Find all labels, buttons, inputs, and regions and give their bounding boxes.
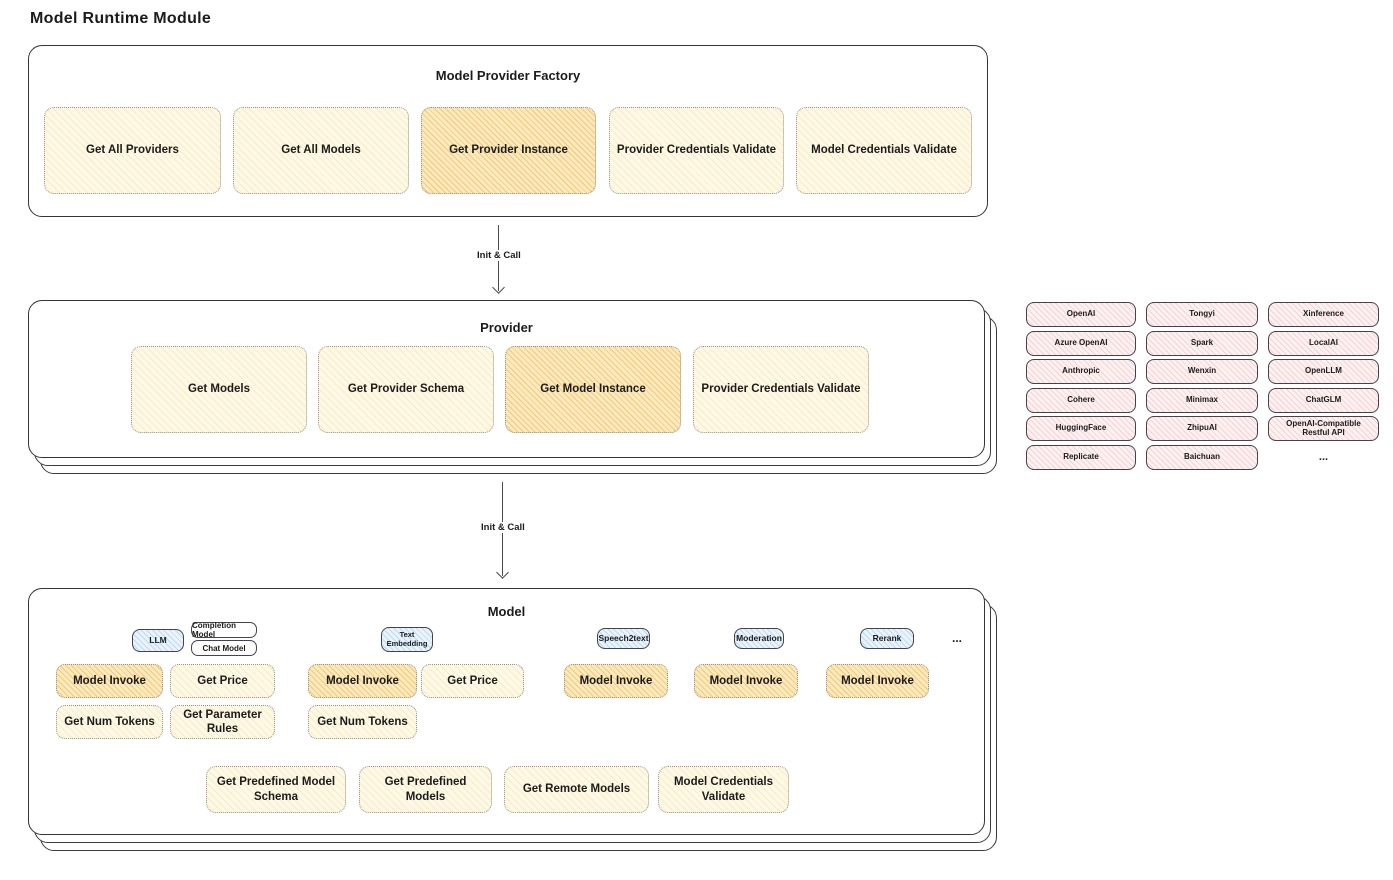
node-get-provider-schema: Get Provider Schema <box>318 346 494 433</box>
type-tab-chat-model: Chat Model <box>191 640 257 656</box>
node-speech2text-model-invoke: Model Invoke <box>564 664 668 698</box>
model-title: Model <box>487 604 526 619</box>
provider-chip-wenxin: Wenxin <box>1146 359 1258 384</box>
model-panel: Model LLM Completion Model Chat Model Te… <box>28 588 985 835</box>
arrow-head-icon <box>496 566 509 579</box>
node-get-all-providers: Get All Providers <box>44 107 221 194</box>
node-get-provider-instance: Get Provider Instance <box>421 107 596 194</box>
provider-list: OpenAI Tongyi Xinference Azure OpenAI Sp… <box>1026 302 1379 470</box>
provider-chip-minimax: Minimax <box>1146 387 1258 413</box>
type-tab-moderation: Moderation <box>734 628 784 649</box>
provider-list-more: ... <box>1318 451 1329 463</box>
provider-chip-cohere: Cohere <box>1026 387 1136 413</box>
node-get-model-instance: Get Model Instance <box>505 346 681 433</box>
node-llm-get-parameter-rules: Get Parameter Rules <box>170 705 275 739</box>
arrow2-label: Init & Call <box>478 522 528 533</box>
node-llm-get-price: Get Price <box>170 664 275 698</box>
provider-chip-openai-compatible: OpenAI-Compatible Restful API <box>1268 416 1379 441</box>
node-moderation-model-invoke: Model Invoke <box>694 664 798 698</box>
arrow1-label: Init & Call <box>474 250 524 261</box>
node-provider-credentials-validate-2: Provider Credentials Validate <box>693 346 869 433</box>
arrow-head-icon <box>492 281 505 294</box>
provider-chip-azure-openai: Azure OpenAI <box>1026 330 1136 356</box>
node-embedding-model-invoke: Model Invoke <box>308 664 417 698</box>
type-tab-llm: LLM <box>132 629 184 652</box>
node-llm-model-invoke: Model Invoke <box>56 664 163 698</box>
provider-chip-anthropic: Anthropic <box>1026 359 1136 384</box>
provider-chip-openai: OpenAI <box>1026 302 1136 327</box>
provider-chip-zhipuai: ZhipuAI <box>1146 416 1258 441</box>
node-get-models: Get Models <box>131 346 307 433</box>
node-provider-credentials-validate: Provider Credentials Validate <box>609 107 784 194</box>
page-title: Model Runtime Module <box>30 10 212 27</box>
node-embedding-get-price: Get Price <box>421 664 524 698</box>
provider-panel: Provider Get Models Get Provider Schema … <box>28 300 985 458</box>
provider-chip-xinference: Xinference <box>1268 302 1379 327</box>
factory-title: Model Provider Factory <box>435 68 581 83</box>
provider-chip-spark: Spark <box>1146 330 1258 356</box>
node-get-predefined-model-schema: Get Predefined Model Schema <box>206 766 346 813</box>
provider-title: Provider <box>480 320 533 335</box>
type-tab-rerank: Rerank <box>860 628 914 649</box>
provider-chip-replicate: Replicate <box>1026 444 1136 470</box>
node-get-all-models: Get All Models <box>233 107 409 194</box>
provider-chip-chatglm: ChatGLM <box>1268 387 1379 413</box>
provider-chip-openllm: OpenLLM <box>1268 359 1379 384</box>
provider-chip-tongyi: Tongyi <box>1146 302 1258 327</box>
node-rerank-model-invoke: Model Invoke <box>826 664 929 698</box>
node-model-credentials-validate: Model Credentials Validate <box>796 107 972 194</box>
node-model-credentials-validate-2: Model Credentials Validate <box>658 766 789 813</box>
node-get-remote-models: Get Remote Models <box>504 766 649 813</box>
provider-chip-huggingface: HuggingFace <box>1026 416 1136 441</box>
type-tabs-more: ... <box>952 631 963 645</box>
node-get-predefined-models: Get Predefined Models <box>359 766 492 813</box>
provider-chip-baichuan: Baichuan <box>1146 444 1258 470</box>
node-embedding-get-num-tokens: Get Num Tokens <box>308 705 417 739</box>
provider-chip-localai: LocalAI <box>1268 330 1379 356</box>
type-tab-completion-model: Completion Model <box>191 621 257 639</box>
type-tab-speech2text: Speech2text <box>597 628 650 649</box>
type-tab-text-embedding: Text Embedding <box>381 627 433 652</box>
node-llm-get-num-tokens: Get Num Tokens <box>56 705 163 739</box>
factory-panel: Model Provider Factory Get All Providers… <box>28 45 988 217</box>
